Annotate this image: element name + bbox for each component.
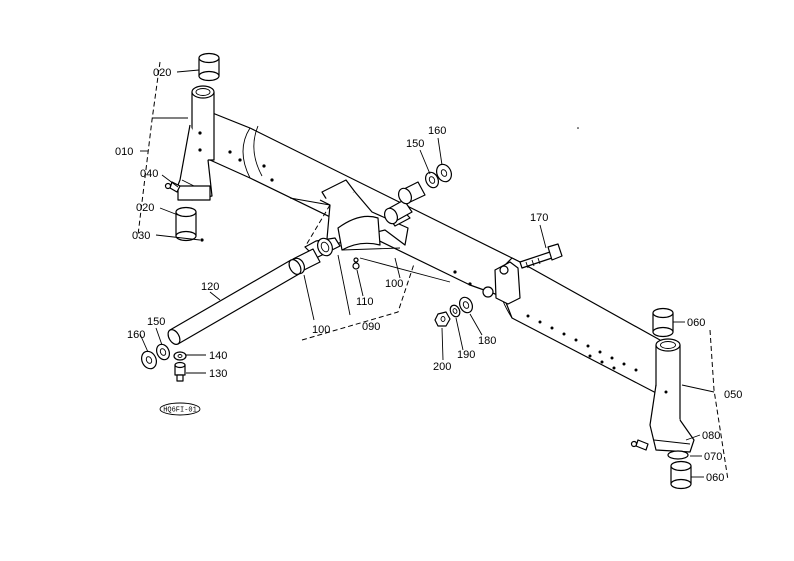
label-190: 190 [457, 349, 475, 361]
reference-code: HQ6FI-01 [163, 407, 197, 415]
bushing-100-center [317, 237, 333, 257]
label-110: 110 [356, 296, 374, 308]
bushing-100-right [383, 199, 413, 225]
label-070: 070 [704, 451, 722, 463]
lock-washer-140 [173, 351, 187, 361]
bolt-130 [174, 361, 186, 382]
label-140: 140 [209, 350, 227, 362]
label-100-left: 100 [312, 324, 330, 336]
extension-beam [498, 257, 661, 396]
label-160-right: 160 [428, 125, 446, 137]
left-knuckle [175, 85, 215, 201]
label-120: 120 [201, 281, 219, 293]
pin-030 [200, 238, 204, 242]
bushing-150-right [397, 181, 426, 205]
label-060-bottom: 060 [706, 472, 724, 484]
group-line-center [301, 263, 415, 341]
label-010: 010 [115, 146, 133, 158]
label-040: 040 [140, 168, 158, 180]
center-bracket-090 [304, 179, 411, 270]
label-090: 090 [362, 321, 380, 333]
label-200: 200 [433, 361, 451, 373]
beam-bracket [482, 261, 521, 305]
label-180: 180 [478, 335, 496, 347]
seal-070 [667, 450, 689, 460]
label-060-top: 060 [687, 317, 705, 329]
group-line-left [137, 61, 161, 236]
label-080: 080 [702, 430, 720, 442]
label-170: 170 [530, 212, 548, 224]
bushing-020-top [198, 52, 220, 82]
grease-nipple-080 [630, 439, 649, 451]
label-150-left: 150 [147, 316, 165, 328]
speck [577, 127, 579, 129]
right-knuckle [649, 338, 695, 453]
bushing-060-top [652, 307, 674, 338]
washer-160-left [141, 350, 157, 370]
label-020-top: 020 [153, 67, 171, 79]
nut-200 [434, 311, 451, 327]
reference-code-stamp: HQ6FI-01 [159, 402, 201, 416]
washer-180 [458, 296, 474, 314]
washer-150-right [424, 171, 440, 189]
washer-150-left [155, 343, 171, 361]
leader-lines [139, 69, 715, 478]
label-130: 130 [209, 368, 227, 380]
part-labels: 020 010 040 020 030 060 050 080 070 060 … [115, 67, 742, 484]
bushing-020-bottom [175, 206, 197, 242]
label-050: 050 [724, 389, 742, 401]
washer-190 [449, 304, 461, 318]
washer-160-right [436, 163, 452, 183]
label-020-bottom: 020 [136, 202, 154, 214]
label-100-right: 100 [385, 278, 403, 290]
label-030: 030 [132, 230, 150, 242]
group-line-right [709, 329, 729, 481]
group-line-pivot [304, 204, 331, 248]
label-150-right: 150 [406, 138, 424, 150]
grease-nipple-040 [164, 181, 181, 193]
pivot-pin-120 [167, 259, 302, 345]
bolt-170 [519, 243, 563, 269]
label-160-left: 160 [127, 329, 145, 341]
bushing-060-bottom [670, 460, 692, 490]
